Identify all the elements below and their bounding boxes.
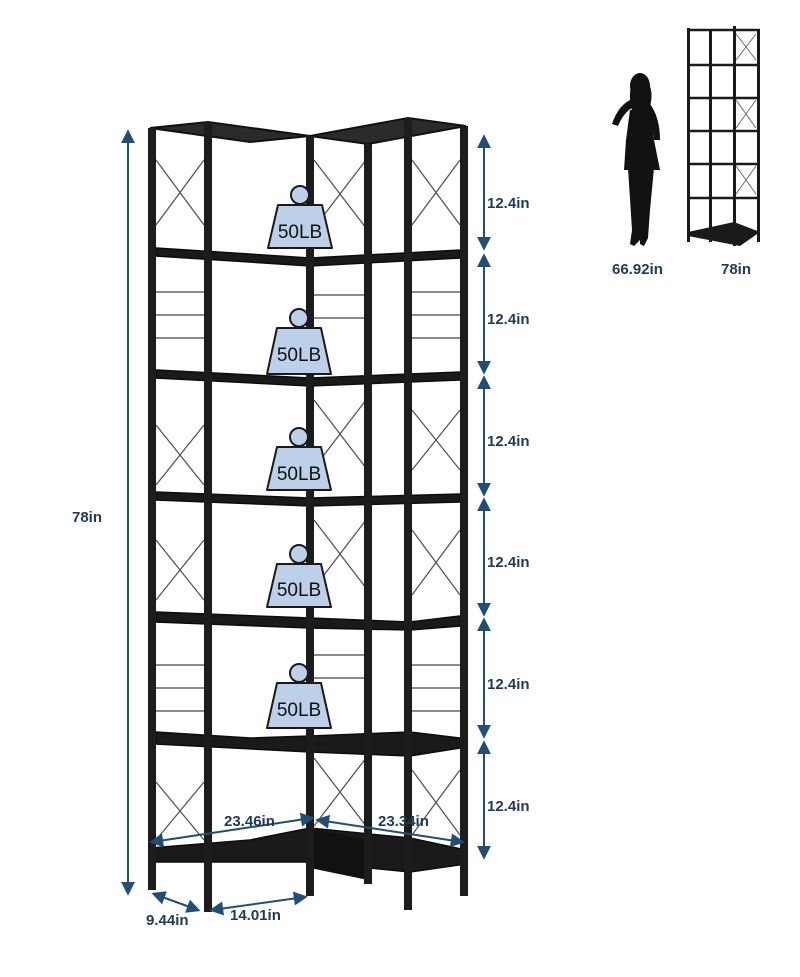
weight-tag-label: 50LB xyxy=(277,700,321,721)
weight-tag-2: 50LB xyxy=(266,308,332,375)
x-braces-left xyxy=(155,159,205,841)
x-braces-right xyxy=(411,159,461,836)
weight-tag-label: 50LB xyxy=(277,345,321,366)
shelf-spacing-label-3: 12.4in xyxy=(487,433,530,450)
frame-posts xyxy=(148,118,468,912)
weight-tag-4: 50LB xyxy=(266,544,332,608)
weight-tag-label: 50LB xyxy=(277,464,321,485)
corner-shelf-thumbnail-icon xyxy=(687,26,760,246)
weight-tags: 50LB 50LB 50LB 50LB 50LB xyxy=(266,185,333,729)
left-width-label: 23.46in xyxy=(224,813,275,830)
corner-shelf-illustration xyxy=(148,116,468,912)
side-rails xyxy=(156,291,460,712)
total-height-label: 78in xyxy=(72,509,102,526)
weight-tag-label: 50LB xyxy=(277,580,321,601)
weight-tag-5: 50LB xyxy=(266,663,332,729)
weight-tag-3: 50LB xyxy=(266,427,332,491)
front-width-label: 14.01in xyxy=(230,907,281,924)
top-shelf-right xyxy=(309,116,467,146)
dimension-labels: 78in 12.4in 12.4in 12.4in 12.4in 12.4in … xyxy=(72,195,530,929)
shelf-spacing-label-6: 12.4in xyxy=(487,798,530,815)
shelf-spacing-label-5: 12.4in xyxy=(487,676,530,693)
shelf-height-label: 78in xyxy=(721,261,751,278)
shelf-spacing-label-1: 12.4in xyxy=(487,195,530,212)
depth-label: 9.44in xyxy=(146,912,189,929)
top-shelf-left xyxy=(149,120,311,144)
person-height-label: 66.92in xyxy=(612,261,663,278)
weight-tag-1: 50LB xyxy=(267,185,333,249)
shelf-spacing-label-4: 12.4in xyxy=(487,554,530,571)
woman-silhouette-icon xyxy=(612,73,660,246)
dimension-lines xyxy=(121,129,491,916)
right-width-label: 23.34in xyxy=(378,813,429,830)
shelf-spacing-label-2: 12.4in xyxy=(487,311,530,328)
weight-tag-label: 50LB xyxy=(278,222,322,243)
height-reference: 66.92in 78in xyxy=(612,26,760,278)
